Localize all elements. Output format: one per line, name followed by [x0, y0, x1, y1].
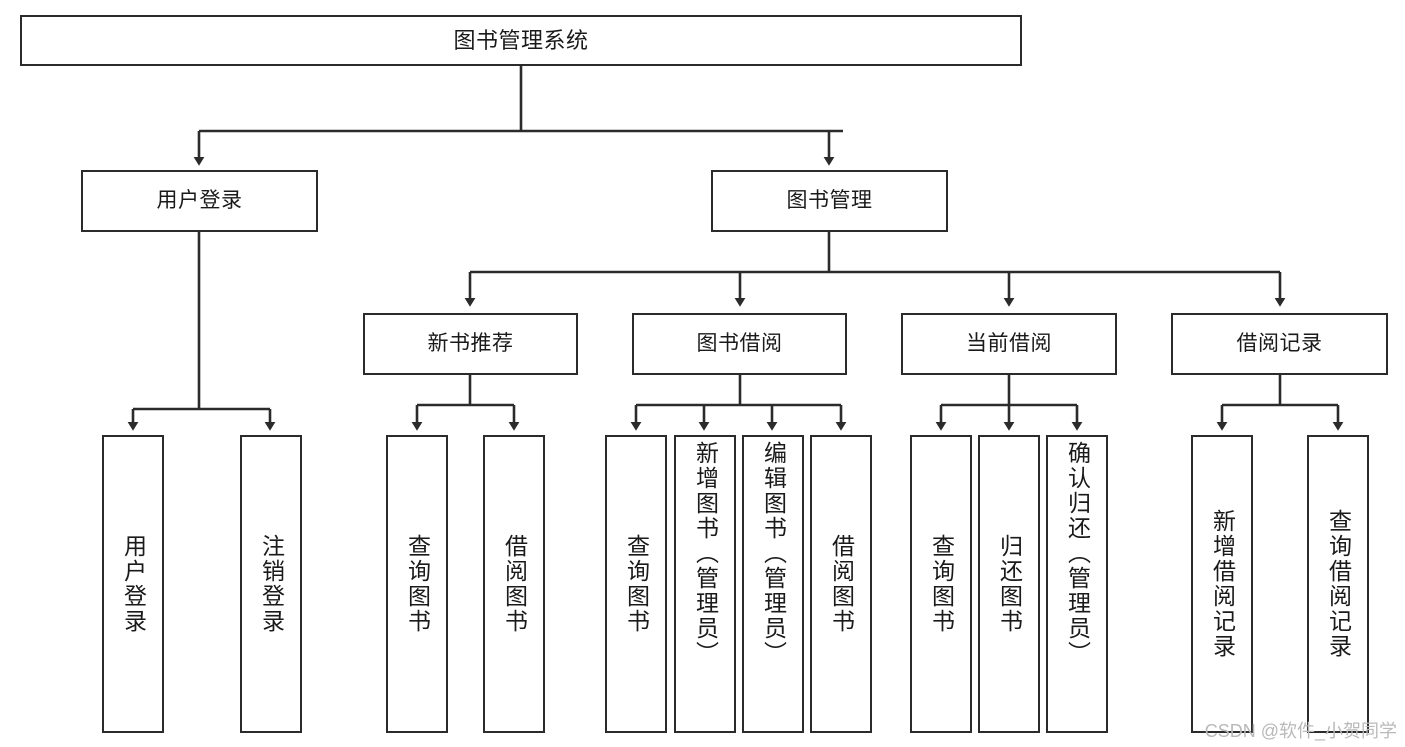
node-leaf-user-login[interactable]: 用户登录 — [102, 435, 164, 733]
node-current-borrow[interactable]: 当前借阅 — [901, 313, 1117, 375]
node-leaf-return-book[interactable]: 归还图书 — [978, 435, 1040, 733]
node-leaf-edit-book[interactable]: 编辑图书（管理员） — [742, 435, 804, 733]
node-root-label: 图书管理系统 — [453, 27, 589, 53]
node-borrow-record[interactable]: 借阅记录 — [1171, 313, 1388, 375]
node-leaf-return-book-label: 归还图书 — [996, 534, 1023, 634]
node-borrow-record-label: 借阅记录 — [1236, 331, 1323, 355]
node-leaf-borrow-book-2[interactable]: 借阅图书 — [810, 435, 872, 733]
node-leaf-borrow-book-1[interactable]: 借阅图书 — [483, 435, 545, 733]
node-leaf-user-login-label: 用户登录 — [120, 534, 147, 634]
watermark: CSDN @软件_小贺同学 — [1204, 721, 1397, 741]
node-user-login-label: 用户登录 — [156, 188, 243, 212]
node-leaf-query-book-1[interactable]: 查询图书 — [386, 435, 448, 733]
node-leaf-confirm-return-label: 确认归还（管理员） — [1064, 441, 1091, 666]
node-leaf-query-record[interactable]: 查询借阅记录 — [1307, 435, 1369, 733]
node-leaf-query-book-2-label: 查询图书 — [623, 534, 650, 634]
node-leaf-user-logout-label: 注销登录 — [258, 534, 285, 634]
node-root[interactable]: 图书管理系统 — [20, 15, 1022, 66]
node-book-manage-label: 图书管理 — [786, 188, 873, 212]
node-leaf-add-record-label: 新增借阅记录 — [1209, 509, 1236, 659]
node-leaf-query-book-3-label: 查询图书 — [928, 534, 955, 634]
node-leaf-query-book-3[interactable]: 查询图书 — [910, 435, 972, 733]
node-book-borrow[interactable]: 图书借阅 — [632, 313, 847, 375]
node-leaf-query-book-2[interactable]: 查询图书 — [605, 435, 667, 733]
node-leaf-edit-book-label: 编辑图书（管理员） — [760, 441, 787, 666]
node-user-login[interactable]: 用户登录 — [81, 170, 318, 232]
node-leaf-query-record-label: 查询借阅记录 — [1325, 509, 1352, 659]
node-new-book-rec-label: 新书推荐 — [427, 331, 514, 355]
node-leaf-add-book-label: 新增图书（管理员） — [692, 441, 719, 666]
node-leaf-borrow-book-1-label: 借阅图书 — [501, 534, 528, 634]
node-leaf-add-record[interactable]: 新增借阅记录 — [1191, 435, 1253, 733]
node-leaf-user-logout[interactable]: 注销登录 — [240, 435, 302, 733]
node-book-manage[interactable]: 图书管理 — [711, 170, 948, 232]
node-leaf-borrow-book-2-label: 借阅图书 — [828, 534, 855, 634]
node-leaf-query-book-1-label: 查询图书 — [404, 534, 431, 634]
node-current-borrow-label: 当前借阅 — [966, 331, 1052, 355]
node-book-borrow-label: 图书借阅 — [696, 331, 783, 355]
node-new-book-rec[interactable]: 新书推荐 — [363, 313, 578, 375]
node-leaf-confirm-return[interactable]: 确认归还（管理员） — [1046, 435, 1108, 733]
node-leaf-add-book[interactable]: 新增图书（管理员） — [674, 435, 736, 733]
